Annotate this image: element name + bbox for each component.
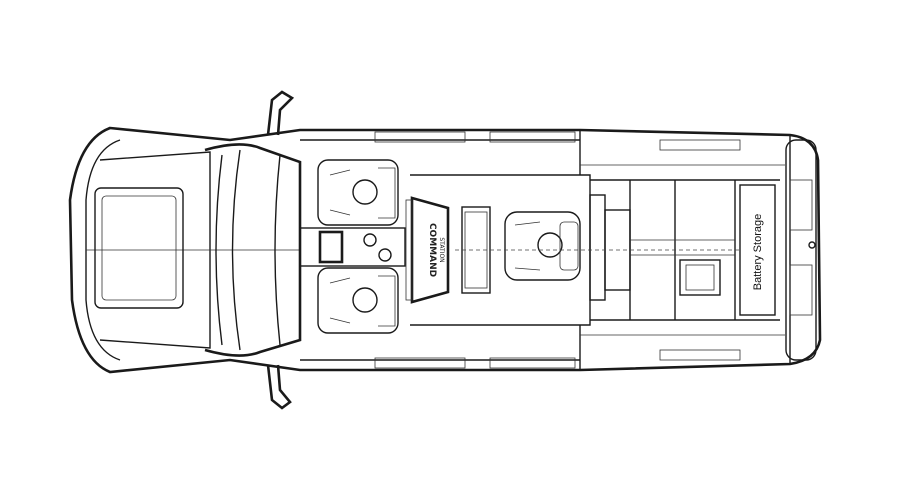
command-station-sublabel: STATION: [438, 237, 445, 262]
operator-seat: [504, 211, 581, 281]
command-station: COMMAND STATION: [405, 196, 450, 304]
side-mirror-bottom: [266, 364, 292, 410]
side-panels: [300, 130, 785, 370]
van-body: [68, 126, 822, 374]
center-console: [299, 227, 406, 267]
hood: [94, 187, 184, 309]
passenger-seat: [317, 267, 399, 334]
driver-seat: [317, 159, 399, 226]
equipment-racks: [455, 179, 780, 321]
side-mirror-top: [266, 90, 295, 136]
battery-storage: Battery Storage: [739, 184, 776, 316]
battery-storage-label: Battery Storage: [752, 214, 764, 290]
command-station-label: COMMAND: [427, 223, 437, 277]
